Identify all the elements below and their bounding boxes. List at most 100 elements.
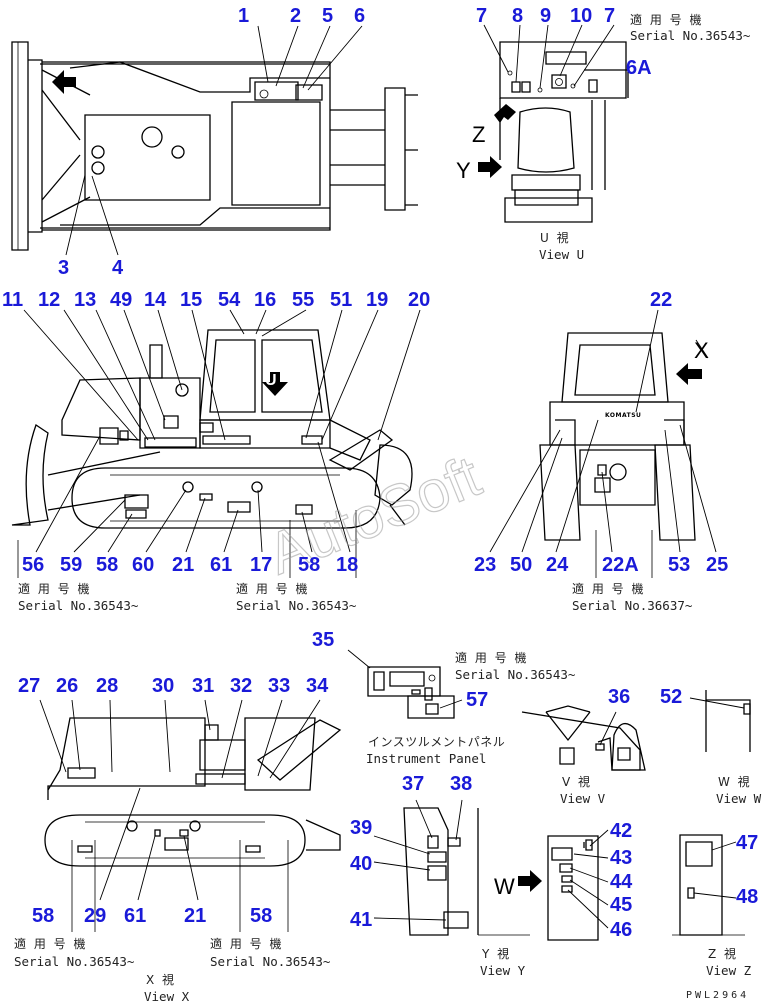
callout-52: 52 [660, 686, 682, 708]
callout-31: 31 [192, 675, 214, 697]
callout-38: 38 [450, 773, 472, 795]
callout-56: 56 [22, 554, 44, 576]
side-serial-right: Serial No.36543~ [236, 598, 356, 613]
rear-view: KOMATSU [489, 309, 717, 578]
callout-21: 21 [184, 905, 206, 927]
callout-37: 37 [402, 773, 424, 795]
callout-36: 36 [608, 686, 630, 708]
callout-50: 50 [510, 554, 532, 576]
rear-serial: Serial No.36637~ [572, 598, 692, 613]
view-w-caption-jp: W 視 [718, 774, 752, 789]
callout-34: 34 [306, 675, 329, 697]
watermark: AutoSoft [259, 444, 490, 588]
callout-48: 48 [736, 886, 758, 908]
panel-caption: Instrument Panel [366, 751, 486, 766]
callout-40: 40 [350, 853, 372, 875]
brand-logo: KOMATSU [605, 412, 641, 419]
captions: 適 用 号 機 Serial No.36543~ Z Y U 視 View U … [14, 12, 762, 1004]
view-x [39, 699, 342, 932]
view-z-caption-jp: Z 視 [708, 946, 738, 961]
side-serial-left: Serial No.36543~ [18, 598, 138, 613]
callout-6a: 6A [626, 57, 652, 79]
view-y-caption-jp: Y 視 [481, 946, 511, 961]
view-z [672, 834, 745, 936]
callout-41: 41 [350, 909, 372, 931]
callout-8: 8 [512, 5, 523, 27]
callout-61: 61 [124, 905, 146, 927]
cab-u-marker: U [265, 372, 277, 389]
arrow-w-label: W [494, 874, 515, 899]
drawing-code: PWL2964 [686, 990, 749, 1001]
callout-22: 22 [650, 289, 672, 311]
view-u-caption-jp: U 視 [540, 230, 571, 245]
callout-18: 18 [336, 554, 358, 576]
callout-11: 11 [2, 289, 23, 311]
callout-27: 27 [18, 675, 40, 697]
callout-29: 29 [84, 905, 106, 927]
callout-17: 17 [250, 554, 272, 576]
callout-39: 39 [350, 817, 372, 839]
view-u-serial-jp: 適 用 号 機 [630, 12, 703, 27]
callout-43: 43 [610, 847, 632, 869]
side-serial-left-jp: 適 用 号 機 [18, 581, 91, 596]
callout-10: 10 [570, 5, 592, 27]
callout-58: 58 [32, 905, 54, 927]
callout-30: 30 [152, 675, 174, 697]
callout-12: 12 [38, 289, 60, 311]
view-u [478, 24, 629, 223]
callout-42: 42 [610, 820, 632, 842]
view-y-caption: View Y [480, 963, 526, 978]
callout-47: 47 [736, 832, 758, 854]
panel-serial: Serial No.36543~ [455, 667, 575, 682]
arrow-x-label: X [694, 338, 709, 363]
arrow-y-label: Y [456, 158, 471, 183]
view-x-caption: View X [144, 989, 190, 1004]
callout-25: 25 [706, 554, 728, 576]
view-w [689, 690, 751, 752]
callout-22a: 22A [602, 554, 639, 576]
callout-49: 49 [110, 289, 132, 311]
callout-2: 2 [290, 5, 301, 27]
callout-51: 51 [330, 289, 352, 311]
callout-19: 19 [366, 289, 388, 311]
callout-23: 23 [474, 554, 496, 576]
view-v [521, 705, 646, 771]
view-v-caption-jp: V 視 [562, 774, 592, 789]
view-x-caption-jp: X 視 [146, 972, 176, 987]
callout-28: 28 [96, 675, 118, 697]
side-serial-right-jp: 適 用 号 機 [236, 581, 309, 596]
callout-59: 59 [60, 554, 82, 576]
callout-7: 7 [604, 5, 615, 27]
panel-caption-jp: インスツルメントパネル [368, 735, 505, 749]
x-serial-left: Serial No.36543~ [14, 954, 134, 969]
view-u-caption: View U [539, 247, 584, 262]
callout-14: 14 [144, 289, 167, 311]
callout-58: 58 [298, 554, 320, 576]
callout-26: 26 [56, 675, 78, 697]
view-u-serial: Serial No.36543~ [630, 28, 750, 43]
callout-4: 4 [112, 257, 124, 279]
side-view [11, 309, 421, 578]
callout-24: 24 [546, 554, 569, 576]
callout-9: 9 [540, 5, 551, 27]
callout-53: 53 [668, 554, 690, 576]
callout-20: 20 [408, 289, 430, 311]
view-z-caption: View Z [706, 963, 752, 978]
callout-33: 33 [268, 675, 290, 697]
view-y [373, 799, 609, 941]
instrument-panel [347, 649, 463, 719]
x-serial-left-jp: 適 用 号 機 [14, 936, 87, 951]
panel-serial-jp: 適 用 号 機 [455, 650, 528, 665]
callout-58: 58 [250, 905, 272, 927]
callout-6: 6 [354, 5, 365, 27]
callout-57: 57 [466, 689, 488, 711]
callout-15: 15 [180, 289, 202, 311]
x-serial-right: Serial No.36543~ [210, 954, 330, 969]
callout-5: 5 [322, 5, 333, 27]
callout-58: 58 [96, 554, 118, 576]
top-view [11, 25, 418, 256]
view-w-caption: View W [716, 791, 762, 806]
callout-61: 61 [210, 554, 232, 576]
